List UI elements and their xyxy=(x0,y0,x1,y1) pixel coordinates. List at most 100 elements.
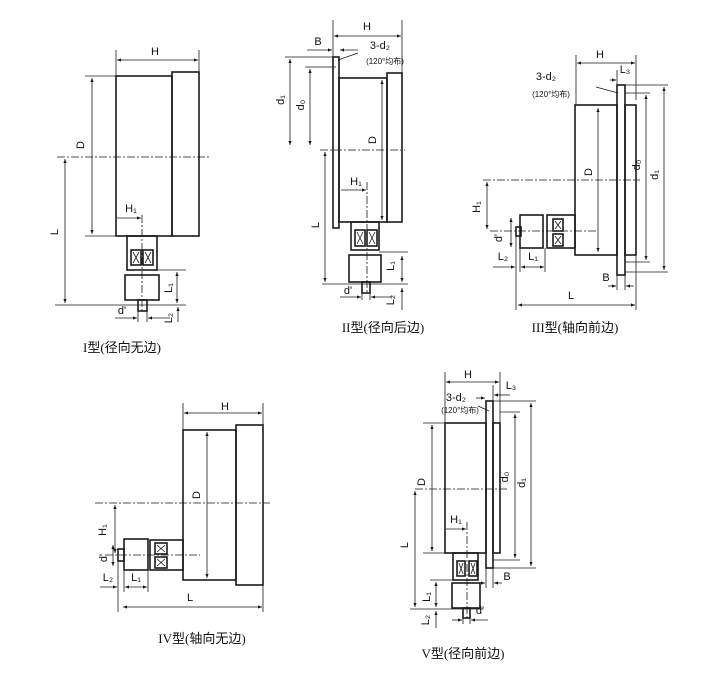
gauge-bezel xyxy=(235,424,264,586)
dimension-label-even: (120°均布) xyxy=(532,89,570,99)
dimension-label-L2: L₂ xyxy=(420,615,432,625)
thread-tip xyxy=(117,548,125,562)
dimension-label-L: L xyxy=(49,229,61,235)
dimension-label-L1: L₁ xyxy=(163,283,175,293)
wrench-flat-cross xyxy=(156,544,166,553)
thread-tip xyxy=(137,299,148,312)
wrench-flat xyxy=(142,249,154,266)
wrench-flat-cross xyxy=(458,562,464,575)
dimension-label-D: D xyxy=(583,168,595,176)
dimension-label-L2: L₂ xyxy=(385,295,397,305)
socket-nut xyxy=(348,254,382,283)
dimension-label-H: H xyxy=(464,369,472,381)
dimension-label-L: L xyxy=(399,542,411,548)
dimension-label-L3: L₃ xyxy=(620,64,631,76)
wrench-flat-cross xyxy=(554,220,562,230)
wrench-flat xyxy=(354,229,366,247)
wrench-flat xyxy=(552,233,564,247)
wrench-flat xyxy=(468,560,478,577)
dimension-label-D: D xyxy=(191,491,203,499)
dimension-label-H: H xyxy=(596,49,604,61)
dimension-label-d2: 3-d₂ xyxy=(536,71,556,83)
wrench-flat-cross xyxy=(156,558,166,567)
wrench-flat xyxy=(552,218,564,232)
dimension-label-L1: L₁ xyxy=(421,592,433,602)
dimension-label-L1: L₁ xyxy=(528,251,538,263)
wrench-flat-cross xyxy=(132,251,140,264)
socket-nut xyxy=(123,538,149,571)
mounting-flange xyxy=(332,56,340,229)
thread-tip xyxy=(361,281,371,294)
dimension-label-H1: H₁ xyxy=(125,203,137,215)
dimension-label-L3: L₃ xyxy=(506,380,517,392)
wrench-flat xyxy=(154,542,168,555)
dimension-label-d1: d₁ xyxy=(516,478,528,488)
socket-nut xyxy=(519,214,544,249)
wrench-flat xyxy=(366,229,378,247)
dimension-label-d0: d₀ xyxy=(295,100,307,111)
gauge-bezel xyxy=(386,72,403,223)
dimension-label-D: D xyxy=(367,136,379,144)
gauge-case xyxy=(182,429,237,581)
dimension-label-L: L xyxy=(568,290,574,302)
diagram-title: II型(径向后边) xyxy=(342,320,424,335)
mounting-flange xyxy=(485,400,494,569)
dimension-label-d0: d₀ xyxy=(499,472,511,483)
wrench-flat-cross xyxy=(368,231,376,245)
dimension-label-even: (120°均布) xyxy=(366,56,404,66)
dimension-label-L: L xyxy=(187,592,193,604)
dimension-label-H: H xyxy=(363,21,371,33)
dimension-label-even: (120°均布) xyxy=(441,405,479,415)
wrench-flat xyxy=(456,560,466,577)
dimension-label-d2: 3-d₂ xyxy=(446,392,466,404)
gauge-case xyxy=(444,422,487,554)
dimension-label-dp: d' xyxy=(476,605,484,617)
dimension-label-H1: H₁ xyxy=(471,201,483,213)
dimension-label-dp: d' xyxy=(118,305,126,317)
dimension-label-d1: d₁ xyxy=(275,95,287,105)
dimension-label-d2: 3-d₂ xyxy=(370,40,390,52)
diagram-title: III型(轴向前边) xyxy=(532,320,619,335)
dimension-label-d1: d₁ xyxy=(649,170,661,180)
undefined xyxy=(477,405,490,412)
undefined xyxy=(595,86,619,94)
dimension-label-d0: d₀ xyxy=(631,160,643,171)
dimension-label-L2: L₂ xyxy=(498,251,508,263)
dimension-label-L2: L₂ xyxy=(163,313,175,323)
dimension-label-D: D xyxy=(416,478,428,486)
wrench-flat-cross xyxy=(356,231,364,245)
dimension-label-L1: L₁ xyxy=(385,261,397,271)
socket-neck xyxy=(350,221,380,251)
socket-neck xyxy=(546,214,576,249)
wrench-flat xyxy=(130,249,142,266)
dimension-label-H1: H₁ xyxy=(97,524,109,536)
wrench-flat-cross xyxy=(144,251,152,264)
socket-neck xyxy=(452,552,479,581)
thread-tip xyxy=(462,607,471,619)
dimension-label-D: D xyxy=(75,141,87,149)
dimension-label-H1: H₁ xyxy=(450,514,462,526)
diagram-title: IV型(轴向无边) xyxy=(158,631,245,646)
dimension-label-L2: L₂ xyxy=(103,572,113,584)
diagram-title: I型(径向无边) xyxy=(83,340,161,355)
dimension-label-dp: d' xyxy=(98,554,110,562)
dimension-label-B: B xyxy=(503,571,510,583)
gauge-bezel xyxy=(171,71,200,237)
wrench-flat xyxy=(154,556,168,569)
dimension-label-L1: L₁ xyxy=(131,572,141,584)
dimension-label-H: H xyxy=(221,401,229,413)
gauge-bezel xyxy=(492,422,501,554)
wrench-flat-cross xyxy=(470,562,476,575)
undefined xyxy=(337,52,359,61)
dimension-label-B: B xyxy=(602,272,609,284)
socket-neck xyxy=(149,539,184,571)
dimension-label-dp: d' xyxy=(344,285,352,297)
socket-neck xyxy=(126,235,158,271)
dimension-label-H1: H₁ xyxy=(350,176,362,188)
dimension-label-dp: d' xyxy=(493,234,505,242)
thread-tip xyxy=(515,226,522,237)
wrench-flat-cross xyxy=(554,235,562,245)
dimension-label-L: L xyxy=(310,222,322,228)
